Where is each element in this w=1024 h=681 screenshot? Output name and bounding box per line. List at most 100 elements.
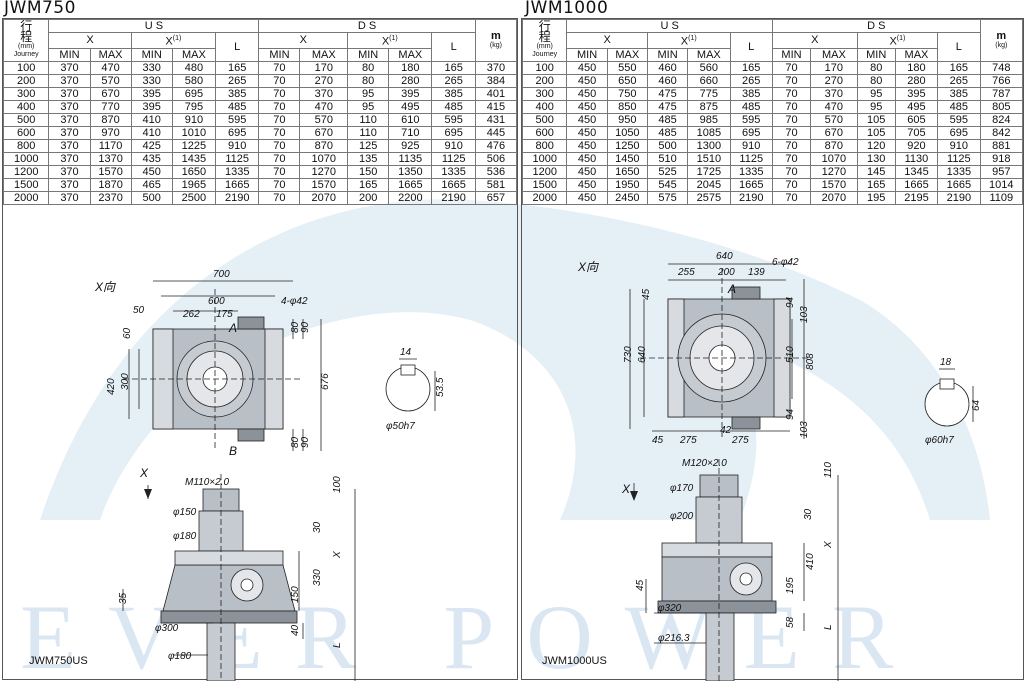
stroke-cell: 200 bbox=[521, 73, 568, 88]
jwm1000-drawing: X向 640 6-φ42 255 200 139 A 45 730 640 94… bbox=[577, 251, 982, 681]
dim-x-v: X bbox=[823, 541, 834, 549]
table-cell: 470 bbox=[89, 60, 132, 75]
table-cell: 475 bbox=[646, 99, 689, 114]
table-cell: 80 bbox=[856, 60, 896, 75]
table-cell: 1335 bbox=[215, 164, 260, 179]
dim-139: 139 bbox=[748, 267, 765, 278]
table-cell: 1665 bbox=[894, 177, 939, 192]
dim-200: 200 bbox=[717, 267, 735, 278]
table-cell: 595 bbox=[729, 112, 773, 127]
table-cell: 1665 bbox=[431, 177, 476, 192]
dim-key-535: 53.5 bbox=[435, 377, 446, 397]
table-cell: 1225 bbox=[171, 138, 217, 153]
dim-50: 50 bbox=[133, 305, 145, 316]
table-cell: 80 bbox=[347, 60, 390, 75]
stroke-cell: 400 bbox=[2, 99, 50, 114]
table-cell: 370 bbox=[48, 164, 91, 179]
table-cell: 125 bbox=[347, 138, 390, 153]
table-cell: 881 bbox=[979, 138, 1024, 153]
table-cell: 1085 bbox=[687, 125, 731, 140]
table-cell: 370 bbox=[48, 125, 91, 140]
table-cell: 870 bbox=[89, 112, 132, 127]
table-cell: 485 bbox=[431, 99, 476, 114]
dim-320: φ320 bbox=[658, 603, 682, 614]
table-cell: 1650 bbox=[171, 164, 217, 179]
axis-x: X bbox=[139, 466, 149, 480]
table-cell: 787 bbox=[979, 86, 1024, 101]
table-cell: 70 bbox=[258, 125, 301, 140]
jwm750-drawing: X向 700 4-φ42 600 50 262 175 A B 80 90 60… bbox=[94, 269, 446, 681]
table-cell: 95 bbox=[856, 86, 896, 101]
table-cell: 70 bbox=[771, 151, 812, 166]
table-cell: 1109 bbox=[979, 190, 1024, 205]
us-l-header: L bbox=[215, 32, 260, 62]
table-cell: 545 bbox=[646, 177, 689, 192]
table-cell: 401 bbox=[474, 86, 518, 101]
table-cell: 506 bbox=[474, 151, 518, 166]
us-x-header: X bbox=[48, 32, 132, 49]
table-cell: 370 bbox=[48, 151, 91, 166]
dim-640: 640 bbox=[716, 251, 733, 262]
dim-bolt: 6-φ42 bbox=[772, 257, 799, 268]
stroke-en: Journey bbox=[13, 51, 39, 59]
dim-thread: M120×2.0 bbox=[682, 458, 727, 469]
dim-40: 40 bbox=[290, 624, 301, 636]
dim-94-bottom: 94 bbox=[785, 408, 796, 420]
table-cell: 80 bbox=[347, 73, 390, 88]
table-cell: 480 bbox=[171, 60, 217, 75]
dim-730: 730 bbox=[623, 346, 634, 363]
dim-94-top: 94 bbox=[785, 296, 796, 308]
table-cell: 950 bbox=[606, 112, 648, 127]
label-a: A bbox=[727, 282, 736, 296]
stroke-cell: 600 bbox=[2, 125, 50, 140]
max-header: MAX bbox=[606, 47, 648, 62]
table-cell: 1335 bbox=[431, 164, 476, 179]
dim-676: 676 bbox=[320, 373, 331, 390]
table-cell: 1270 bbox=[299, 164, 349, 179]
dim-300-side: φ300 bbox=[155, 623, 179, 634]
stroke-cell: 200 bbox=[2, 73, 50, 88]
min-header: MIN bbox=[856, 47, 896, 62]
table-cell: 1435 bbox=[171, 151, 217, 166]
us-x1-header: X(1) bbox=[130, 32, 217, 49]
table-cell: 265 bbox=[729, 73, 773, 88]
view-label: X向 bbox=[577, 260, 599, 274]
dim-200-side: φ200 bbox=[670, 511, 694, 522]
table-cell: 384 bbox=[474, 73, 518, 88]
table-cell: 70 bbox=[771, 177, 812, 192]
table-cell: 70 bbox=[771, 112, 812, 127]
table-cell: 435 bbox=[130, 151, 173, 166]
table-cell: 595 bbox=[937, 112, 981, 127]
table-cell: 70 bbox=[771, 86, 812, 101]
stroke-cell: 300 bbox=[521, 86, 568, 101]
stroke-header-mid: 程 bbox=[20, 30, 33, 45]
dim-45-side: 45 bbox=[635, 579, 646, 591]
table-cell: 450 bbox=[130, 164, 173, 179]
table-cell: 70 bbox=[771, 138, 812, 153]
stroke-en: Journey bbox=[532, 51, 558, 59]
dim-195: 195 bbox=[785, 577, 796, 594]
table-cell: 70 bbox=[771, 60, 812, 75]
table-cell: 450 bbox=[566, 86, 608, 101]
stroke-header-top: 行 bbox=[538, 19, 551, 34]
table-cell: 180 bbox=[894, 60, 939, 75]
dim-key-18: 18 bbox=[940, 357, 952, 368]
dim-l: L bbox=[332, 642, 343, 648]
stroke-header-mid: 程 bbox=[538, 30, 551, 45]
table-cell: 918 bbox=[979, 151, 1024, 166]
table-cell: 595 bbox=[215, 112, 260, 127]
table-cell: 1250 bbox=[606, 138, 648, 153]
table-cell: 1125 bbox=[729, 151, 773, 166]
table-cell: 1665 bbox=[729, 177, 773, 192]
stroke-cell: 500 bbox=[521, 112, 568, 127]
ds-x1-header: X(1) bbox=[347, 32, 433, 49]
table-cell: 510 bbox=[646, 151, 689, 166]
us-header: U S bbox=[48, 19, 260, 33]
dim-275-a: 275 bbox=[679, 435, 697, 446]
spec-table: 行 程 (mm) Journey U S D S m (kg) X X(1) bbox=[521, 19, 1024, 205]
